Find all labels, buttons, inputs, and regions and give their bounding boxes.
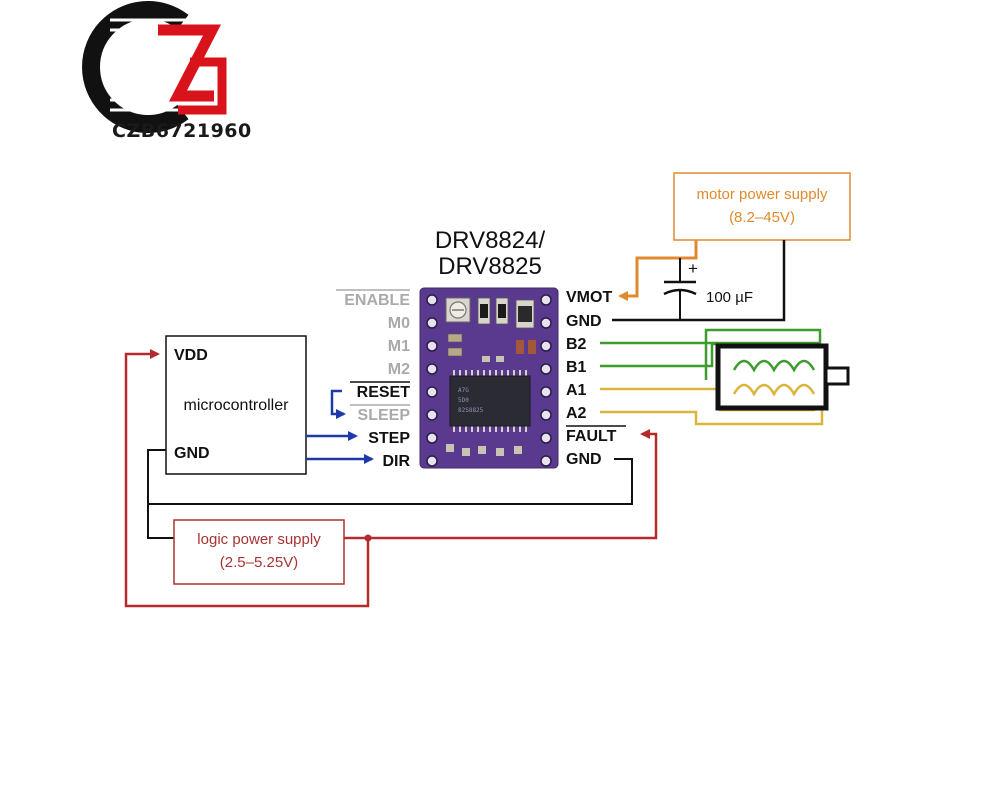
sense-resistors xyxy=(477,297,535,329)
logic-power-supply-box xyxy=(173,519,345,585)
pin-label-gnd-bottom: GND xyxy=(566,451,602,468)
pin-label-vmot: VMOT xyxy=(566,289,612,306)
pin-label-b2: B2 xyxy=(566,336,587,353)
pin-label-enable: ENABLE xyxy=(344,292,410,309)
mcu-vdd-label: VDD xyxy=(174,347,208,364)
pin-label-m2: M2 xyxy=(388,361,410,378)
capacitor-icon xyxy=(663,258,697,320)
pin-label-b1: B1 xyxy=(566,359,587,376)
mcu-gnd-label: GND xyxy=(174,445,210,462)
pin-label-m1: M1 xyxy=(388,338,410,355)
fault-pullup-wire xyxy=(344,429,658,540)
vdd-wire xyxy=(124,349,370,608)
motor-supply-label: motor power supply xyxy=(697,186,828,203)
ic-marking-2: 5D0 xyxy=(458,397,469,404)
capacitor-plus-sign: + xyxy=(688,259,698,278)
logo-text: CZB6721960 xyxy=(112,120,252,142)
ic-marking-3: 82S8825 xyxy=(458,407,484,414)
ic-marking-1: A7G xyxy=(458,387,469,394)
left-pin-headers xyxy=(426,294,438,467)
logic-gnd-bus-wire xyxy=(147,449,633,505)
motor-gnd-wire xyxy=(612,240,786,322)
potentiometer-icon xyxy=(445,297,471,323)
microcontroller-box xyxy=(165,335,307,475)
vmot-wire xyxy=(618,240,698,301)
logic-supply-label: logic power supply xyxy=(197,531,321,548)
pin-label-a2: A2 xyxy=(566,405,587,422)
pin-label-sleep: SLEEP xyxy=(358,407,411,424)
pin-label-m0: M0 xyxy=(388,315,410,332)
bottom-smd-row xyxy=(446,444,522,456)
mcu-label: microcontroller xyxy=(184,397,290,414)
reset-sleep-jumper-wire xyxy=(330,389,346,419)
driver-ic: A7G 5D0 82S8825 xyxy=(449,370,531,432)
logic-supply-gnd-wire xyxy=(147,504,174,539)
chip-title-line1: DRV8824/ xyxy=(435,227,546,254)
brand-logo: CZB6721960 xyxy=(82,1,252,142)
logo-z-mark-icon xyxy=(158,24,227,115)
smd-components xyxy=(447,333,536,362)
motor-power-supply-box xyxy=(673,172,851,241)
a2-wire xyxy=(600,404,824,426)
pin-label-step: STEP xyxy=(368,430,410,447)
stepper-motor-icon xyxy=(715,343,850,411)
right-pin-headers xyxy=(540,294,552,467)
motor-supply-voltage: (8.2–45V) xyxy=(729,209,795,226)
chip-title-line2: DRV8825 xyxy=(438,253,542,280)
driver-board: A7G 5D0 82S8825 xyxy=(419,287,559,469)
pin-label-a1: A1 xyxy=(566,382,587,399)
capacitor-value: 100 µF xyxy=(706,289,753,306)
pin-label-fault: FAULT xyxy=(566,428,617,445)
logic-supply-voltage: (2.5–5.25V) xyxy=(220,554,298,571)
pin-label-gnd-top: GND xyxy=(566,313,602,330)
pin-label-reset: RESET xyxy=(357,384,411,401)
pin-label-dir: DIR xyxy=(382,453,410,470)
